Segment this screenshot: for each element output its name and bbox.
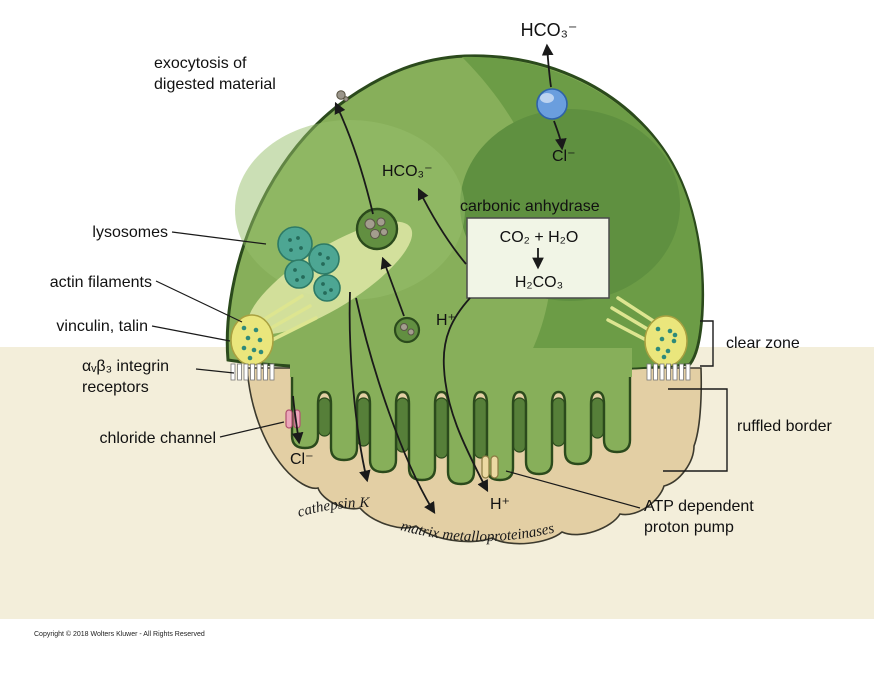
bicarbonate-chloride-exchanger bbox=[536, 88, 568, 120]
arrow-mmp-secretion bbox=[355, 297, 436, 514]
pointer-lines bbox=[151, 231, 641, 509]
label-cl-secreted: Cl⁻ bbox=[290, 451, 314, 468]
label-lysosomes: lysosomes bbox=[92, 224, 168, 241]
label-vinculin-talin: vinculin, talin bbox=[56, 318, 148, 335]
membrane-seam-patch bbox=[290, 348, 632, 377]
arrow-hco3-export bbox=[541, 43, 554, 88]
label-hco3-exported: HCO₃⁻ bbox=[520, 20, 578, 40]
label-h2co3: H₂CO₃ bbox=[514, 274, 564, 291]
bracket-clear-zone bbox=[700, 320, 714, 367]
label-hco3-internal: HCO₃⁻ bbox=[382, 163, 433, 180]
label-actin-filaments: actin filaments bbox=[49, 274, 152, 291]
arrow-vesicle-transport bbox=[380, 256, 405, 317]
arrow-exocytosis bbox=[334, 101, 374, 215]
pointer-chloride-channel bbox=[219, 421, 285, 438]
pointer-atp-pump bbox=[505, 470, 641, 509]
label-atp-proton-pump: ATP dependent proton pump bbox=[644, 498, 754, 537]
brackets bbox=[663, 320, 728, 472]
exocytosed-particle bbox=[336, 90, 349, 102]
actin-filaments-left bbox=[258, 294, 318, 344]
arrow-proton-secretion bbox=[442, 297, 489, 493]
bracket-ruffled-border bbox=[663, 388, 728, 472]
label-exocytosis: exocytosis of digested material bbox=[154, 55, 276, 94]
flow-arrows bbox=[291, 43, 567, 514]
integrin-receptors-right bbox=[646, 363, 691, 381]
label-h-internal: H⁺ bbox=[436, 312, 456, 329]
integrin-receptors-left bbox=[230, 363, 275, 381]
label-chloride-channel: chloride channel bbox=[99, 430, 216, 447]
ruffled-border-fingers bbox=[290, 354, 632, 486]
pointer-vinculin bbox=[151, 325, 231, 342]
pointer-integrin bbox=[195, 368, 235, 374]
arrow-hco3-internal bbox=[417, 187, 467, 265]
pointer-actin bbox=[155, 280, 243, 323]
secondary-vesicle bbox=[393, 316, 421, 344]
label-h-secreted: H⁺ bbox=[490, 496, 510, 513]
clear-zone-right bbox=[606, 296, 688, 367]
copyright-notice: Copyright © 2018 Wolters Kluwer - All Ri… bbox=[34, 631, 205, 638]
arrow-cl-import bbox=[553, 120, 567, 151]
pointer-lysosomes bbox=[171, 231, 267, 245]
transport-vesicle bbox=[355, 207, 399, 251]
ruffled-border-shadow-fingers bbox=[317, 397, 605, 459]
lysosome-cluster bbox=[277, 226, 341, 302]
label-carbonic-anhydrase: carbonic anhydrase bbox=[460, 198, 600, 215]
proton-pump bbox=[481, 455, 499, 479]
label-ruffled-border: ruffled border bbox=[737, 418, 832, 435]
label-co2-h2o: CO₂ + H₂O bbox=[499, 229, 579, 246]
arrow-cl-export bbox=[291, 395, 304, 445]
label-integrin-receptors: αᵥβ₃ integrin receptors bbox=[82, 358, 170, 397]
label-clear-zone: clear zone bbox=[726, 335, 800, 352]
label-cl-imported: Cl⁻ bbox=[552, 148, 576, 165]
arrow-cathepsin-secretion bbox=[348, 291, 371, 483]
